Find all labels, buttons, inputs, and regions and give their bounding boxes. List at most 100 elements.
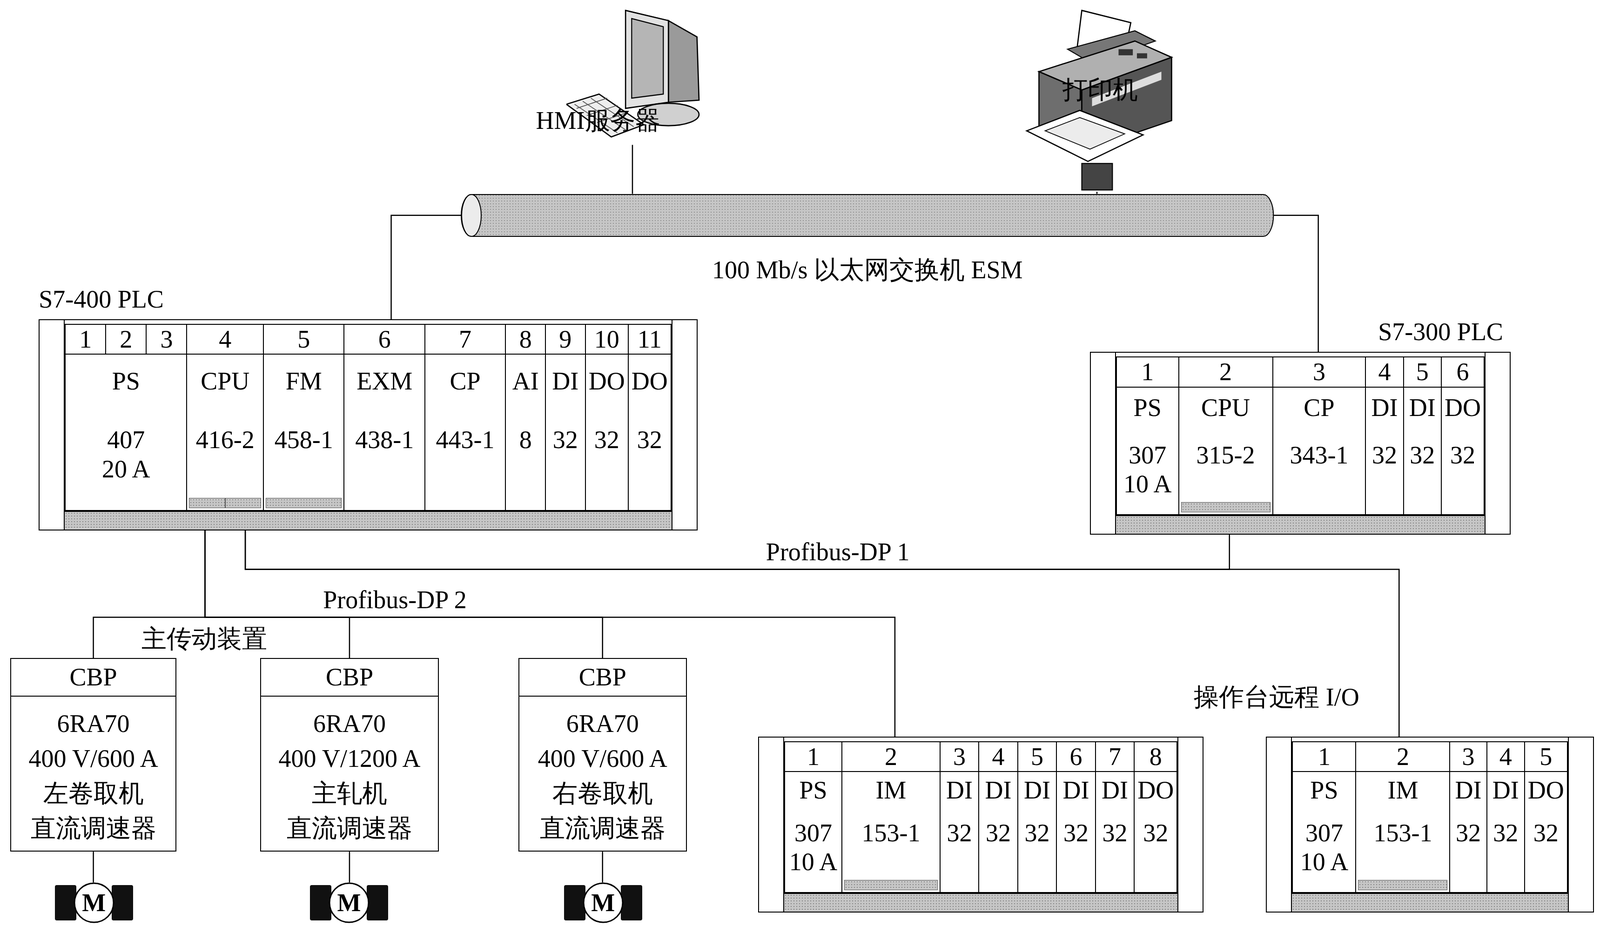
annotation: 主传动装置 [141, 624, 268, 654]
motor-pad [620, 885, 643, 921]
slot-cell: 8 [1134, 742, 1177, 772]
module-model-text: 153-1 [861, 818, 921, 848]
plc-module: 4DI32 [978, 741, 1019, 894]
module-model: 30710 A [785, 818, 842, 877]
drive-text: 直流调速器 [286, 811, 413, 847]
slot-number-row: 4 [1487, 742, 1525, 773]
plc-module: 5DI 32 [1403, 356, 1442, 515]
slot-number: 3 [953, 742, 966, 771]
motor-circle [583, 883, 623, 923]
drive-text: 直流调速器 [539, 811, 666, 847]
slot-cell: 1 [1292, 742, 1356, 772]
slot-cell: 2 [1179, 357, 1273, 387]
module-model: 438-1 [344, 425, 424, 455]
slot-cell: 3 [940, 742, 979, 772]
bus-name: Profibus-DP 1 [763, 537, 913, 567]
bus-line [1096, 191, 1098, 194]
slot-number: 7 [458, 325, 472, 354]
module-model-text: 307 [794, 818, 833, 848]
cbp-label: CBP [325, 663, 374, 692]
plc-module: 123PS40720 A [64, 323, 188, 511]
module-type: DI [1409, 393, 1436, 423]
module-model: 32 [545, 425, 585, 455]
device-label: HMI服务器 [536, 106, 661, 135]
drive-body: 6RA70400 V/600 A右卷取机直流调速器 [519, 696, 686, 851]
plc-module: 8AI8 [504, 323, 546, 511]
slot-number: 5 [297, 325, 310, 354]
plc-module: 6DI32 [1055, 741, 1096, 894]
module-model-text: 32 [594, 425, 620, 455]
port-block [188, 497, 225, 509]
module-model-text: 32 [947, 818, 973, 848]
module-model: 458-1 [263, 425, 344, 455]
slot-cell: 7 [1095, 742, 1135, 772]
module-type: PS [1310, 775, 1338, 805]
slot-number: 2 [1396, 742, 1410, 771]
motor-letter: M [81, 890, 106, 916]
module-body: CP343-1 [1273, 387, 1366, 486]
slot-cell: 4 [1487, 742, 1525, 772]
module-model-text: 10 A [789, 847, 838, 877]
module-type: CP [450, 366, 481, 396]
module-type: DO [1444, 393, 1481, 423]
plc-module: 3DI32 [939, 741, 980, 894]
hmi-server-icon: HMI服务器 [566, 8, 705, 146]
cbp-header: CBP [261, 658, 438, 697]
plc-module: 6DO32 [1440, 356, 1485, 515]
module-model: 30710 A [1292, 818, 1356, 877]
plc-module: 4DI32 [1486, 741, 1526, 894]
module-body: DI32 [1095, 772, 1135, 864]
port-block [225, 497, 262, 509]
slot-cell: 11 [628, 324, 671, 354]
module-type: EXM [356, 366, 413, 396]
slot-cell: 1 [785, 742, 842, 772]
drive-text: 直流调速器 [30, 811, 157, 847]
module-model: 32 [1018, 818, 1057, 848]
module-type: PS [799, 775, 828, 805]
slot-number: 1 [806, 742, 820, 771]
bus-line [1273, 215, 1318, 353]
slot-number: 5 [1030, 742, 1044, 771]
drive-text: 400 V/600 A [537, 741, 668, 777]
module-body: IM153-1 [1356, 772, 1450, 864]
drive-text: 400 V/1200 A [278, 741, 421, 777]
plc-rack: S7-400 PLC123PS40720 A4CPU416-25FM458-16… [38, 319, 698, 531]
rack-backplane [1291, 893, 1568, 912]
module-model-text: 32 [1409, 440, 1435, 470]
module-model-text: 32 [1142, 818, 1169, 848]
slot-cell: 1 [65, 324, 106, 354]
module-model: 416-2 [187, 425, 263, 455]
module-body: PS 30710 A [785, 772, 842, 893]
slot-number-row: 11 [628, 324, 671, 355]
slot-number: 1 [1141, 357, 1154, 386]
rack-backplane [784, 893, 1178, 912]
module-model-text: 32 [1024, 818, 1050, 848]
slot-number-row: 4 [187, 324, 263, 355]
module-model: 32 [1441, 440, 1484, 470]
slot-cell: 6 [344, 324, 424, 354]
module-model-text: 20 A [101, 454, 151, 484]
plc-module: 6EXM 438-1 [343, 323, 425, 511]
slot-number: 3 [1461, 742, 1475, 771]
slot-number-row: 7 [1095, 742, 1135, 773]
slot-number: 11 [637, 325, 662, 354]
plc-heading: S7-400 PLC [38, 284, 164, 314]
module-model: 32 [1134, 818, 1177, 848]
drive-box: CBP6RA70400 V/600 A右卷取机直流调速器 [518, 658, 687, 852]
module-type: DI [1023, 775, 1051, 805]
slot-number: 1 [79, 325, 92, 354]
slot-cell: 5 [263, 324, 344, 354]
module-type: DI [1101, 775, 1129, 805]
module-body: CPU315-2 [1179, 387, 1273, 486]
slot-number-row: 8 [505, 324, 545, 355]
device-label: 打印机 [1062, 75, 1138, 105]
slot-number: 4 [992, 742, 1005, 771]
slot-number: 5 [1416, 357, 1429, 386]
slot-number-row: 3 [1273, 357, 1366, 388]
module-model: 32 [628, 425, 671, 455]
drive-text: 6RA70 [313, 706, 386, 742]
module-body: DO32 [585, 354, 628, 471]
slot-number: 4 [1378, 357, 1391, 386]
module-model: 30710 A [1116, 440, 1179, 499]
module-model-text: 307 [1305, 818, 1344, 848]
